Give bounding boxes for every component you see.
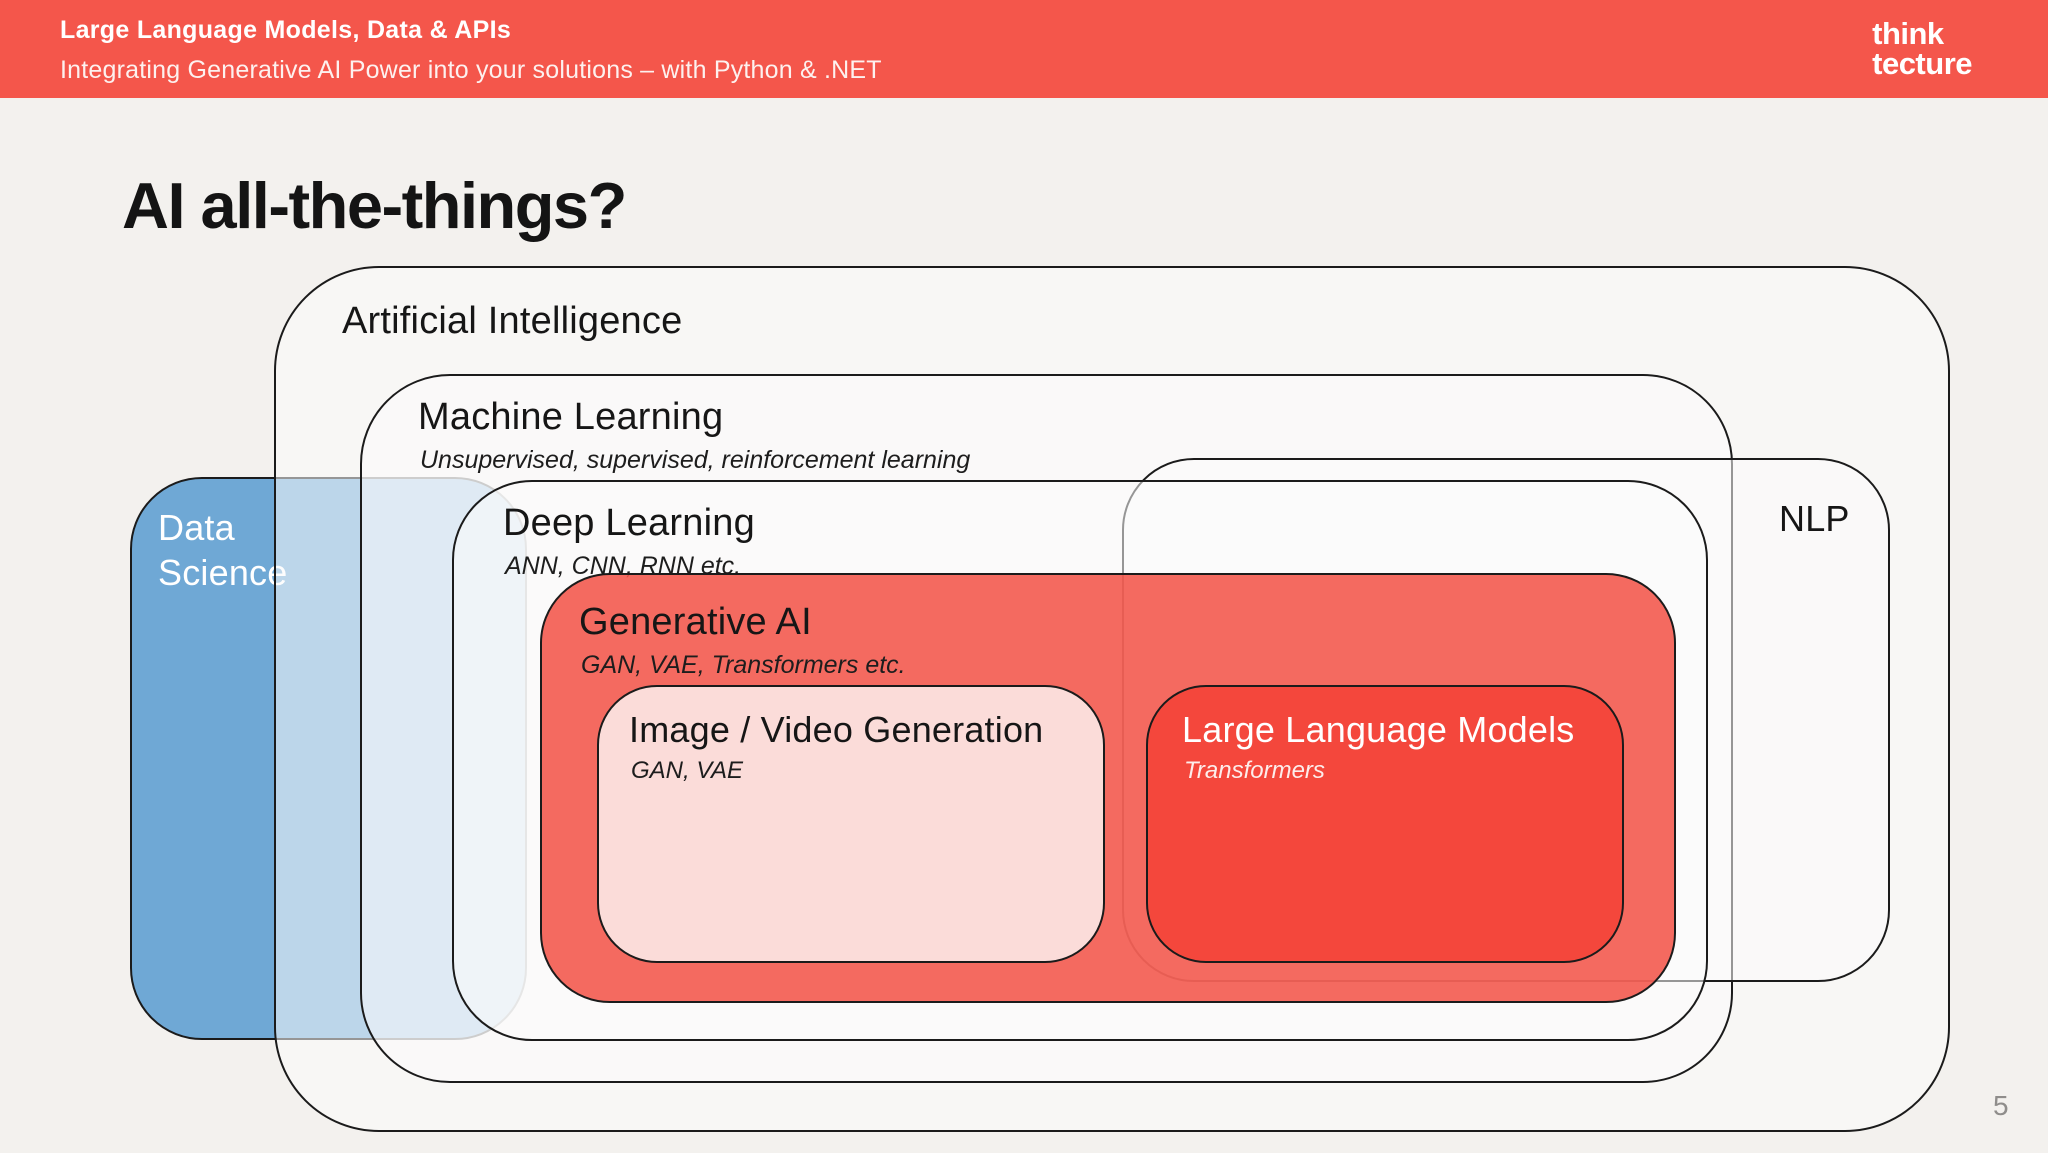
- header-kicker: Large Language Models, Data & APIs: [60, 16, 512, 44]
- box-large-language-models: Large Language Models Transformers: [1146, 685, 1624, 963]
- generative-ai-label: Generative AI: [579, 601, 812, 643]
- nlp-label: NLP: [1779, 498, 1850, 539]
- slide-title: AI all-the-things?: [122, 169, 627, 242]
- logo-line-2: tecture: [1872, 46, 1972, 81]
- deep-learning-label: Deep Learning: [503, 502, 755, 544]
- artificial-intelligence-label: Artificial Intelligence: [342, 300, 683, 342]
- machine-learning-sublabel: Unsupervised, supervised, reinforcement …: [420, 446, 971, 474]
- large-language-models-sublabel: Transformers: [1184, 757, 1325, 784]
- large-language-models-label: Large Language Models: [1182, 709, 1575, 750]
- page-number: 5: [1993, 1090, 2009, 1121]
- box-image-video-generation: Image / Video Generation GAN, VAE: [597, 685, 1105, 963]
- generative-ai-sublabel: GAN, VAE, Transformers etc.: [581, 651, 906, 679]
- header-subtitle: Integrating Generative AI Power into you…: [60, 56, 882, 84]
- header-bar: Large Language Models, Data & APIs Integ…: [0, 0, 2048, 98]
- image-video-generation-label: Image / Video Generation: [629, 709, 1044, 750]
- machine-learning-label: Machine Learning: [418, 396, 724, 438]
- image-video-generation-sublabel: GAN, VAE: [631, 757, 744, 784]
- data-science-label: Data Science: [158, 507, 288, 593]
- thinktecture-logo: think tecture: [1872, 16, 1972, 81]
- logo-line-1: think: [1872, 16, 1944, 51]
